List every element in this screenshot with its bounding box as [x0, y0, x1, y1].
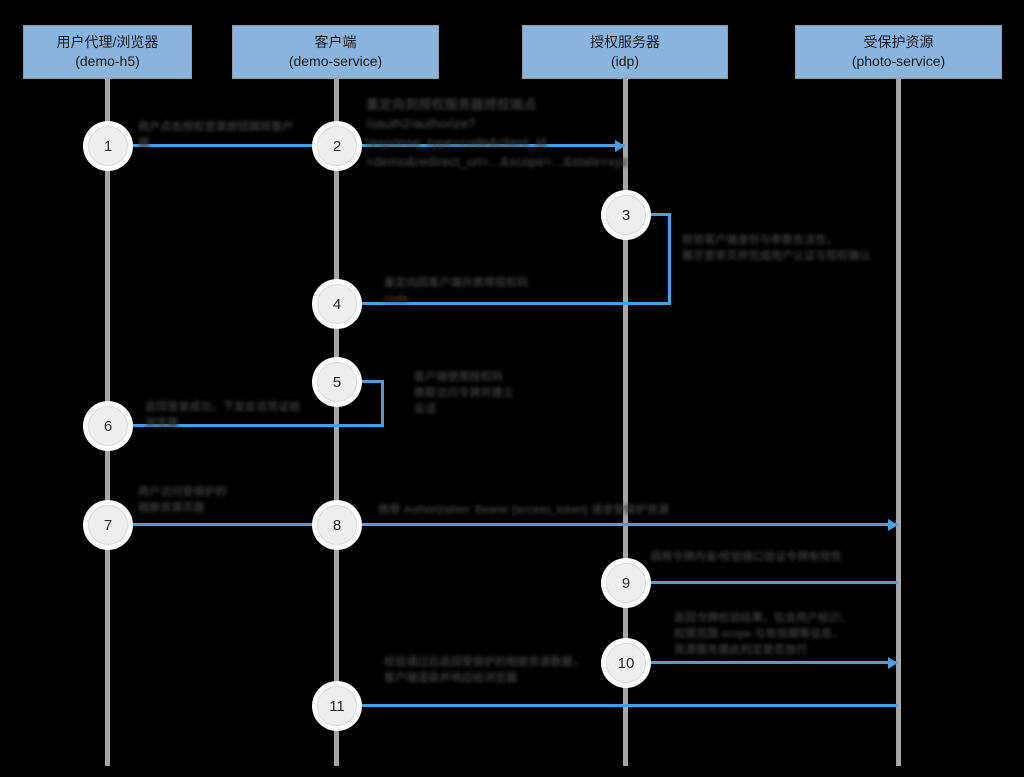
message-line-10	[625, 661, 898, 664]
message-label-5: 客户端使用授权码 换取访问令牌并建立会话	[414, 371, 514, 415]
self-loop-bottom-3	[625, 302, 671, 305]
actor-box-idp: 授权服务器 (idp)	[522, 25, 728, 79]
actor-box-client: 客户端 (demo-service)	[232, 25, 439, 79]
actor-id-client: (demo-service)	[288, 53, 383, 69]
self-loop-side-5	[381, 380, 384, 424]
step-bullet-6[interactable]: 6	[88, 406, 128, 446]
message-line-7	[107, 523, 336, 526]
message-line-4	[336, 302, 625, 305]
message-line-11	[336, 704, 898, 707]
self-loop-top-3	[625, 213, 668, 216]
message-label-9: 调用令牌内省/校验接口验证令牌有效性	[650, 551, 842, 563]
actor-name-idp: 授权服务器	[590, 34, 660, 51]
actor-id-browser: (demo-h5)	[75, 53, 140, 69]
self-loop-side-3	[668, 213, 671, 302]
step-bullet-5[interactable]: 5	[317, 362, 357, 402]
step-bullet-4[interactable]: 4	[317, 284, 357, 324]
message-line-8	[336, 523, 898, 526]
arrowhead-8	[888, 519, 898, 531]
message-label-8: 携带 Authorization: Bearer {access_token} …	[378, 504, 669, 516]
step-bullet-7[interactable]: 7	[88, 505, 128, 545]
message-line-1	[107, 144, 336, 147]
actor-id-resource: (photo-service)	[851, 53, 946, 69]
message-line-9	[625, 581, 898, 584]
message-label-6: 返回登录成功，下发会话凭证给浏览器	[145, 401, 301, 429]
arrowhead-2	[615, 140, 625, 152]
arrowhead-10	[888, 657, 898, 669]
lifeline-client	[334, 79, 339, 766]
self-loop-top-5	[336, 380, 381, 383]
step-bullet-8[interactable]: 8	[317, 505, 357, 545]
step-bullet-9[interactable]: 9	[606, 563, 646, 603]
message-line-6	[107, 424, 336, 427]
step-bullet-11[interactable]: 11	[317, 686, 357, 726]
actor-box-browser: 用户代理/浏览器 (demo-h5)	[23, 25, 192, 79]
actor-name-resource: 受保护资源	[863, 34, 934, 51]
actor-id-idp: (idp)	[610, 53, 639, 69]
self-loop-bottom-5	[336, 424, 384, 427]
step-bullet-2[interactable]: 2	[317, 126, 357, 166]
lifeline-idp	[623, 79, 628, 766]
actor-name-browser: 用户代理/浏览器	[56, 34, 159, 51]
message-label-1: 用户点击授权登录按钮跳转客户端	[138, 121, 294, 149]
actor-box-resource: 受保护资源 (photo-service)	[795, 25, 1002, 79]
message-label-10: 返回令牌校验结果，包含用户标识、 权限范围 scope 与有效期等信息， 资源服…	[674, 612, 852, 656]
message-label-7: 用户访问受保护的 相册资源页面	[138, 486, 227, 514]
message-label-2: 重定向到授权服务器授权端点 /oauth2/authorize?response…	[366, 97, 629, 169]
actor-name-client: 客户端	[314, 34, 357, 51]
message-label-11: 校验通过后返回受保护的相册资源数据， 客户端渲染并响应给浏览器	[384, 656, 584, 684]
message-label-3: 校验客户端身份与参数合法性， 展示登录页并完成用户认证与授权确认	[682, 234, 871, 262]
step-bullet-1[interactable]: 1	[88, 126, 128, 166]
step-bullet-10[interactable]: 10	[606, 643, 646, 683]
lifeline-resource	[896, 79, 901, 766]
message-line-2	[336, 144, 625, 147]
step-bullet-3[interactable]: 3	[606, 195, 646, 235]
